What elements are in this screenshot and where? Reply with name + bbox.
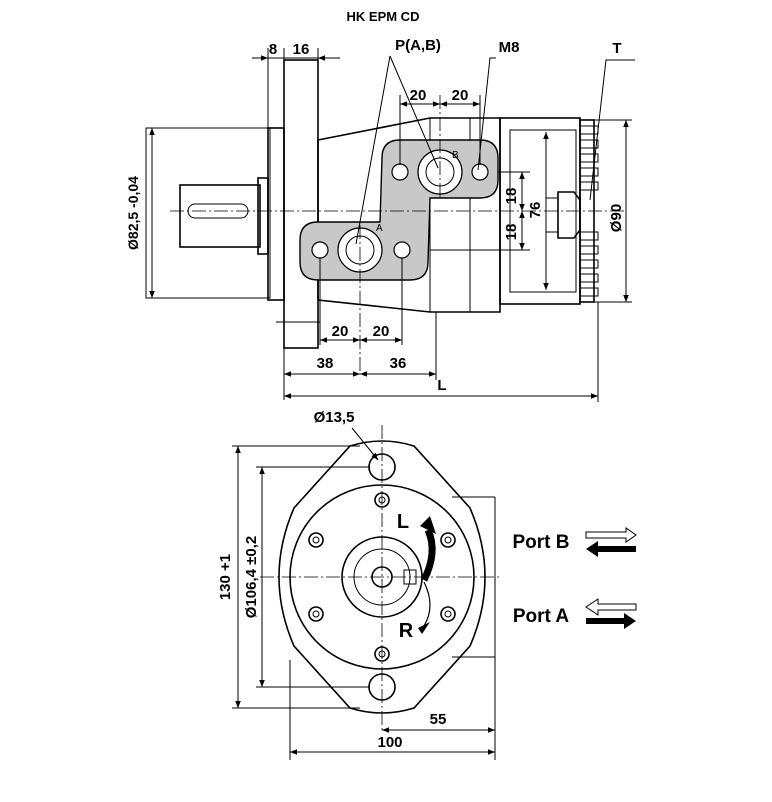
port-b-screw-right <box>471 163 489 181</box>
port-b-flow-arrows <box>585 527 637 557</box>
label-ports-ab: P(A,B) <box>395 37 441 54</box>
port-b-mark: B <box>452 150 459 161</box>
port-a-screw-right <box>393 241 411 259</box>
front-view: Ø13,5 130 +1 Ø106,4 ±0,2 55 100 L R Port… <box>217 409 637 760</box>
mounting-flange <box>283 59 319 349</box>
dim-pilot-diameter: Ø82,5 -0,04 <box>125 176 141 250</box>
dim-8: 8 <box>269 41 277 58</box>
dim-hole-diameter: Ø13,5 <box>314 409 355 426</box>
t-port-fitting <box>557 191 581 239</box>
dim-18-lower: 18 <box>503 224 520 241</box>
rear-cover-fins <box>579 125 599 297</box>
dim-top-20b: 20 <box>452 87 469 104</box>
drawing-title: HK EPM CD <box>347 9 420 24</box>
label-t: T <box>612 40 621 57</box>
label-m8: M8 <box>499 39 520 56</box>
rotation-arrow-left <box>420 528 436 582</box>
rotation-left-label: L <box>397 511 409 533</box>
output-shaft <box>179 184 261 248</box>
dim-90: Ø90 <box>608 204 625 232</box>
port-manifold <box>299 139 499 281</box>
port-a-label: Port A <box>513 606 570 627</box>
dim-38: 38 <box>317 355 334 372</box>
port-a-screw-left <box>311 241 329 259</box>
mounting-pilot <box>145 127 271 299</box>
dim-height: 130 +1 <box>217 554 234 600</box>
dim-76: 76 <box>527 202 544 219</box>
dim-18-upper: 18 <box>503 188 520 205</box>
side-view: B A 8 16 P(A,B) M8 T 20 20 <box>125 37 635 402</box>
port-a-mark: A <box>376 223 383 234</box>
dim-length-l: L <box>437 377 446 394</box>
dim-top-20a: 20 <box>410 87 427 104</box>
dim-bolt-circle: Ø106,4 ±0,2 <box>243 536 260 618</box>
dim-36: 36 <box>390 355 407 372</box>
dim-16: 16 <box>293 41 310 58</box>
dim-bottom-20b: 20 <box>373 323 390 340</box>
front-flange-outline <box>278 440 486 714</box>
dim-100: 100 <box>377 734 402 751</box>
port-b-screw-left <box>391 163 409 181</box>
port-b-label: Port B <box>513 532 570 553</box>
dim-bottom-20a: 20 <box>332 323 349 340</box>
rotation-right-label: R <box>399 620 414 642</box>
port-a-flow-arrows <box>585 598 637 629</box>
dim-55: 55 <box>430 711 447 728</box>
rotation-arrow-right <box>423 581 431 627</box>
